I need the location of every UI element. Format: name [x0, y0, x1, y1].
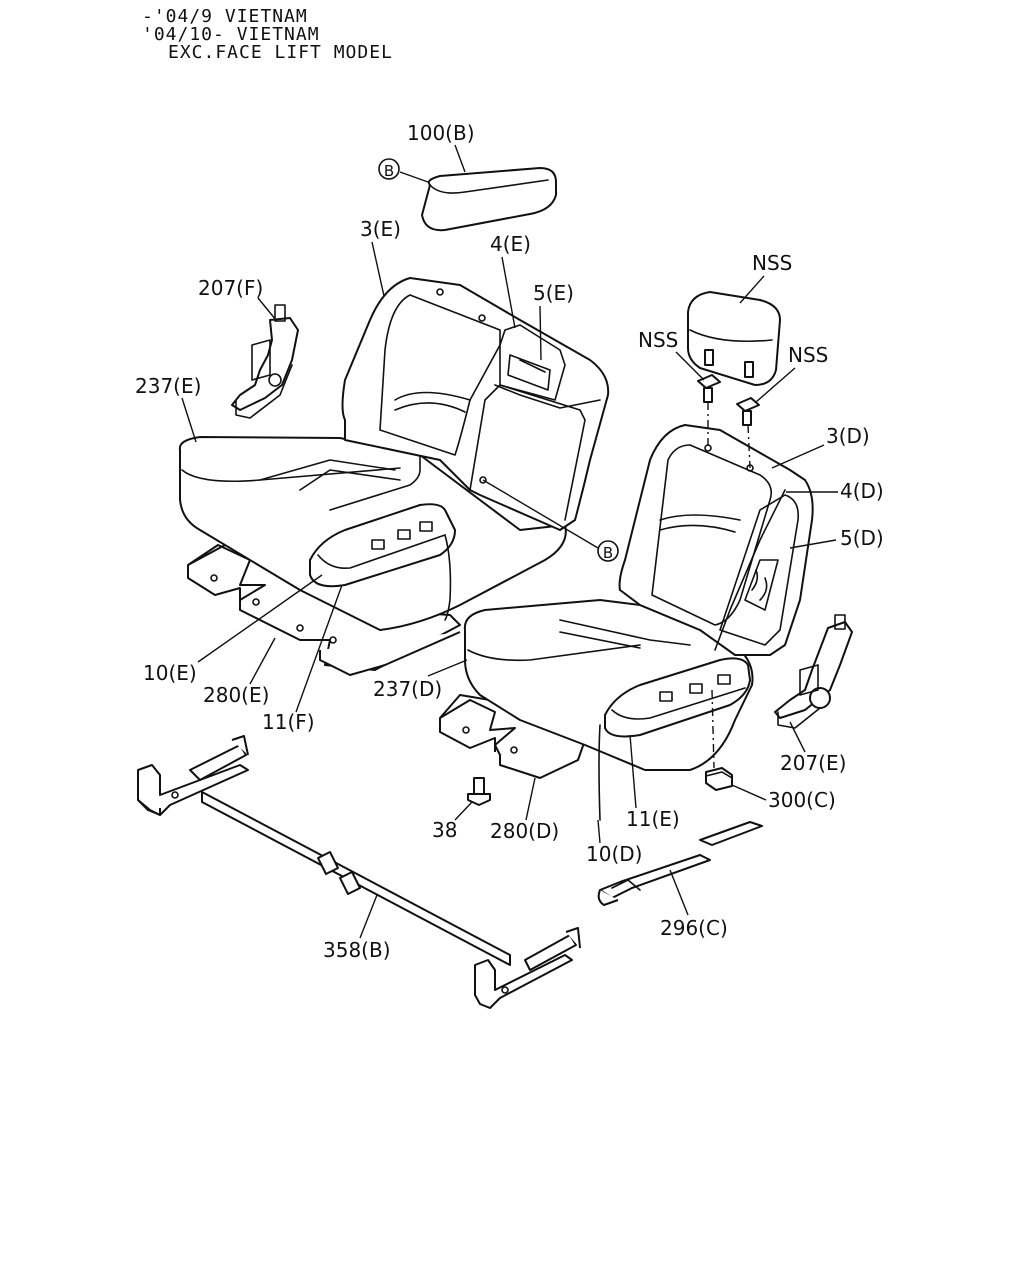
callout-11e: 11(E)	[626, 807, 680, 831]
callout-237e: 237(E)	[135, 374, 201, 398]
ref-circle-b-top	[378, 158, 400, 180]
header-line-3: EXC.FACE LIFT MODEL	[168, 42, 393, 63]
callout-nss-left: NSS	[638, 328, 678, 352]
callout-207e: 207(E)	[780, 751, 846, 775]
callout-38: 38	[432, 818, 457, 842]
callout-296c: 296(C)	[660, 916, 728, 940]
right-headrest	[687, 291, 781, 386]
callout-11f: 11(F)	[262, 710, 315, 734]
callout-10d: 10(D)	[586, 842, 642, 866]
callout-3d: 3(D)	[826, 424, 870, 448]
callout-4e: 4(E)	[490, 232, 531, 256]
right-seat-cushion	[463, 599, 754, 771]
left-cushion-pad	[309, 503, 456, 621]
callout-237d: 237(D)	[373, 677, 442, 701]
callout-280e: 280(E)	[203, 683, 269, 707]
bolt-38	[467, 777, 491, 806]
callout-4d: 4(D)	[840, 479, 884, 503]
right-seat-back	[618, 424, 814, 656]
right-seat-belt-buckle	[774, 614, 853, 729]
callout-300c: 300(C)	[768, 788, 836, 812]
header-line-1: -'04/9 VIETNAM	[142, 6, 308, 27]
callout-nss-top: NSS	[752, 251, 792, 275]
ref-circle-b-mid	[597, 540, 619, 562]
headrest-guide-left	[697, 374, 721, 403]
armrest	[421, 167, 557, 232]
ref-b-mid-label: B	[603, 544, 613, 562]
left-seat-back	[341, 277, 610, 531]
left-seat-belt-buckle	[231, 304, 299, 419]
callout-100b: 100(B)	[407, 121, 475, 145]
callout-358b: 358(B)	[323, 938, 391, 962]
callout-280d: 280(D)	[490, 819, 559, 843]
callout-5e: 5(E)	[533, 281, 574, 305]
callout-nss-right: NSS	[788, 343, 828, 367]
seat-frame-358b	[137, 735, 581, 1009]
strap-296c	[597, 821, 763, 906]
header-line-2: '04/10- VIETNAM	[142, 24, 320, 45]
callout-5d: 5(D)	[840, 526, 884, 550]
right-cushion-pad	[598, 657, 751, 821]
callout-10e: 10(E)	[143, 661, 197, 685]
callout-3e: 3(E)	[360, 217, 401, 241]
ref-b-top-label: B	[384, 162, 394, 180]
callout-207f: 207(F)	[198, 276, 263, 300]
headrest-guide-right	[736, 397, 760, 426]
clip-300c	[705, 767, 733, 791]
